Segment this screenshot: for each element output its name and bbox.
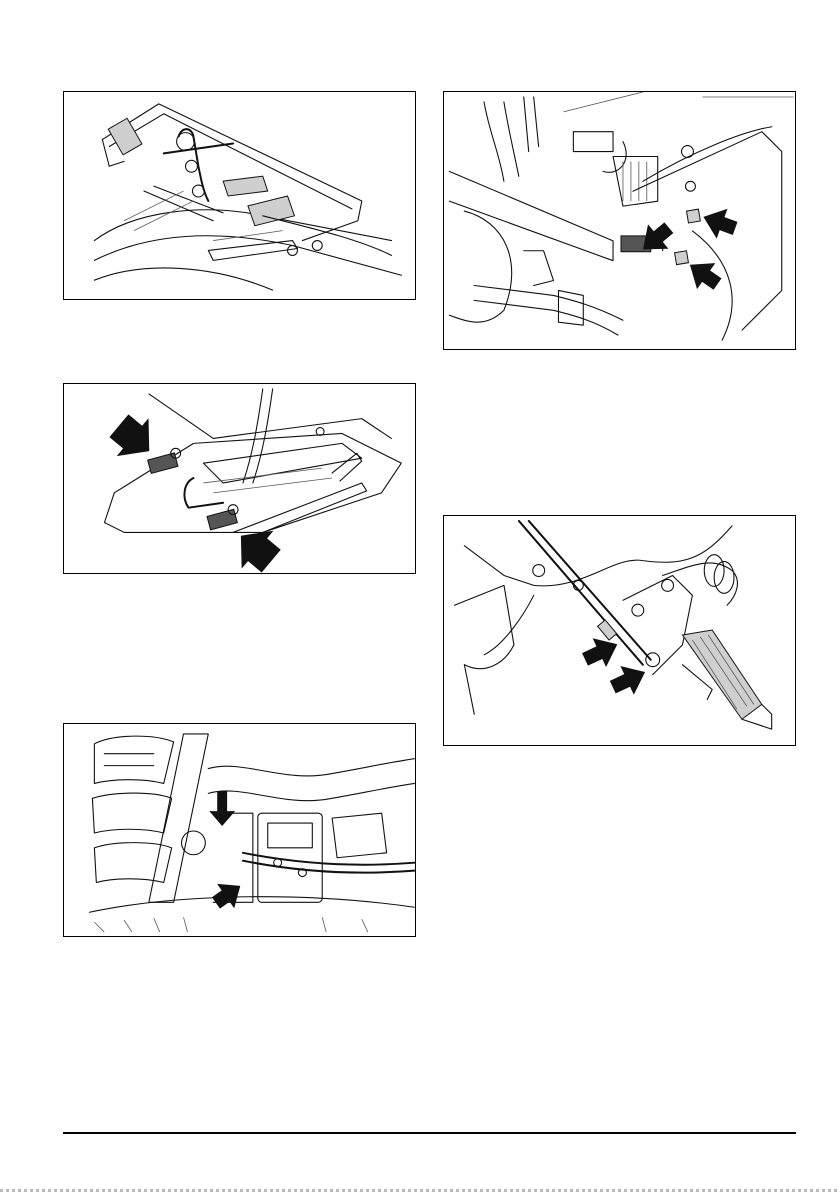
arrow-indicator-right (698, 202, 741, 243)
arrow-indicator-upper (209, 791, 235, 826)
figure-chain-mechanism (63, 91, 416, 300)
figure-engine-compartment (63, 723, 416, 937)
seat-bracket-bolts-illustration (64, 384, 415, 573)
footer-divider (63, 1132, 796, 1134)
chain-steering-mechanism-illustration (64, 92, 415, 299)
arrow-indicator-lower (207, 874, 248, 915)
figure-frame-bracket (443, 91, 796, 350)
arrow-indicator-lower (225, 517, 287, 573)
figure-seat-bracket (63, 383, 416, 574)
pedal-cable-linkage-illustration (444, 516, 795, 745)
figure-pedal-linkage (443, 515, 796, 746)
frame-bracket-fasteners-illustration (444, 92, 795, 349)
engine-compartment-cables-illustration (64, 724, 415, 936)
arrow-indicator-lower (606, 658, 652, 702)
